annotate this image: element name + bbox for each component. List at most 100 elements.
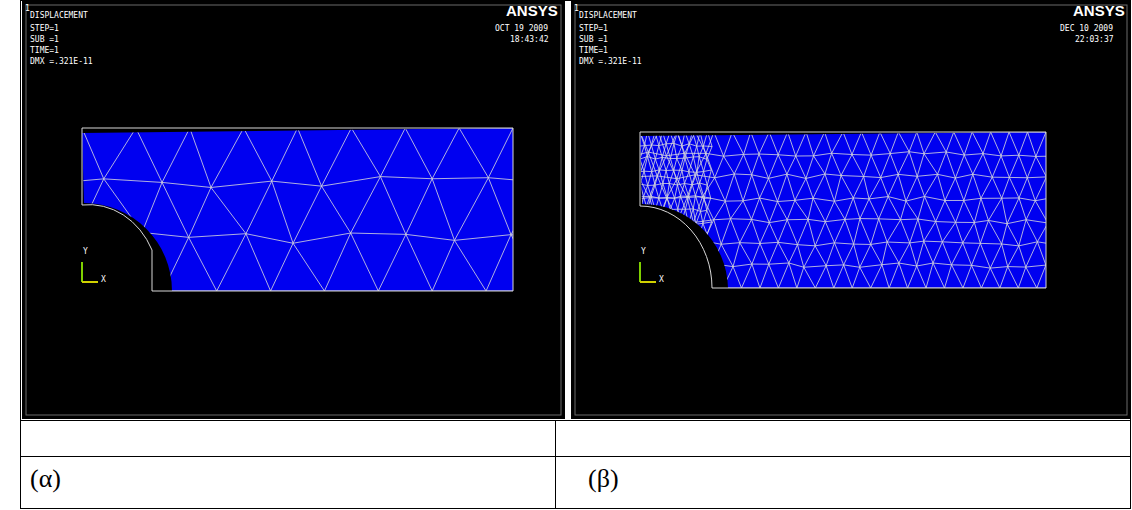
mesh-edge <box>871 155 881 177</box>
mesh-edge <box>670 159 673 171</box>
mesh-edge <box>882 263 899 265</box>
mesh-edge <box>778 200 795 201</box>
mesh-edge <box>713 264 733 267</box>
mesh-edge <box>881 154 890 178</box>
mesh-edge <box>724 132 733 156</box>
mesh-edge <box>1002 197 1019 198</box>
mesh-edge <box>933 263 944 288</box>
mesh-edge <box>454 235 511 241</box>
mesh-edge <box>699 234 707 236</box>
mesh-edge <box>832 153 841 175</box>
mesh-edge <box>680 196 688 197</box>
mesh-edge <box>641 197 644 210</box>
mesh-edge <box>1007 224 1019 246</box>
mesh-edge <box>641 221 657 222</box>
mesh-edge <box>705 276 708 288</box>
mesh-edge <box>804 246 815 267</box>
mesh-edge <box>693 276 697 288</box>
mesh-edge <box>760 242 778 243</box>
mesh-edge <box>861 132 871 155</box>
mesh-edge <box>432 178 488 179</box>
mesh-edge <box>685 288 693 289</box>
mesh-edge <box>692 172 697 185</box>
mesh-edge <box>486 235 511 291</box>
mesh-edge <box>917 154 924 177</box>
mesh-edge <box>667 197 674 199</box>
mesh-edge <box>964 200 975 222</box>
mesh-edge <box>34 236 77 243</box>
mesh-edge <box>632 242 650 246</box>
mesh-edge <box>853 176 863 197</box>
mesh-edge <box>677 234 681 249</box>
screen-background <box>22 1 565 419</box>
mesh-edge <box>1002 244 1019 246</box>
mesh-edge <box>666 248 670 262</box>
plot-time: 22:03:37 <box>1075 36 1114 44</box>
mesh-edge <box>697 145 704 146</box>
mesh-edge <box>692 263 697 276</box>
mesh-edge <box>689 171 697 172</box>
mesh-edge <box>682 275 689 277</box>
mesh-edge <box>655 157 662 159</box>
mesh-edge <box>964 154 983 155</box>
mesh-edge <box>917 132 924 154</box>
mesh-edge <box>808 198 813 219</box>
mesh-edge <box>667 220 678 241</box>
mesh-edge <box>706 132 714 153</box>
mesh-edge <box>752 264 769 265</box>
mesh-edge <box>623 175 630 199</box>
mesh-edge <box>695 196 700 212</box>
mesh-edge <box>1027 178 1035 201</box>
mesh-edge <box>804 266 826 268</box>
mesh-edge <box>298 128 322 186</box>
mesh-edge <box>936 201 945 222</box>
mesh-edge <box>808 219 815 245</box>
mesh-edge <box>640 224 643 235</box>
mesh-edge <box>662 236 666 247</box>
mesh-edge <box>695 235 699 249</box>
mesh-edge <box>162 128 190 182</box>
mesh-edge <box>973 174 981 198</box>
mesh-edge <box>693 223 703 241</box>
mesh-edge <box>648 145 652 156</box>
mesh-edge <box>705 262 708 276</box>
mesh-edge <box>351 128 380 177</box>
mesh-edge <box>682 144 689 146</box>
mesh-edge <box>511 235 540 291</box>
mesh-edge <box>693 267 704 288</box>
mesh-edge <box>681 235 684 250</box>
mesh-edge <box>272 128 298 181</box>
mesh-edge <box>1002 224 1007 244</box>
mesh-edge <box>657 222 667 241</box>
mesh-edge <box>707 210 712 222</box>
mesh-edge <box>189 187 211 237</box>
mesh-edge <box>293 243 324 291</box>
mesh-edge <box>680 196 685 209</box>
mesh-edge <box>162 182 189 237</box>
mesh-edge <box>640 146 645 159</box>
mesh-edge <box>825 201 834 221</box>
mesh-edge <box>825 219 845 221</box>
mesh-edge <box>702 197 713 220</box>
mesh-edge <box>682 170 685 183</box>
mesh-edge <box>667 197 687 199</box>
mesh-edge <box>815 266 826 288</box>
mesh-edge <box>759 132 769 154</box>
mesh-edge <box>632 186 637 197</box>
mesh-edge <box>211 187 246 233</box>
mesh-edge <box>697 172 700 183</box>
mesh-edge <box>688 241 704 243</box>
mesh-edge <box>678 262 685 263</box>
mesh-edge <box>663 261 671 262</box>
mesh-edge <box>647 261 652 276</box>
mesh-edge <box>636 146 640 159</box>
mesh-edge <box>432 179 454 241</box>
mesh-edge <box>834 201 845 219</box>
mesh-edge <box>640 184 643 196</box>
mesh-edge <box>668 268 680 288</box>
mesh-edge <box>945 201 956 223</box>
mesh-edge <box>843 132 852 155</box>
mesh-edge <box>633 248 635 263</box>
mesh-edge <box>644 185 648 196</box>
mesh-edge <box>647 250 651 261</box>
